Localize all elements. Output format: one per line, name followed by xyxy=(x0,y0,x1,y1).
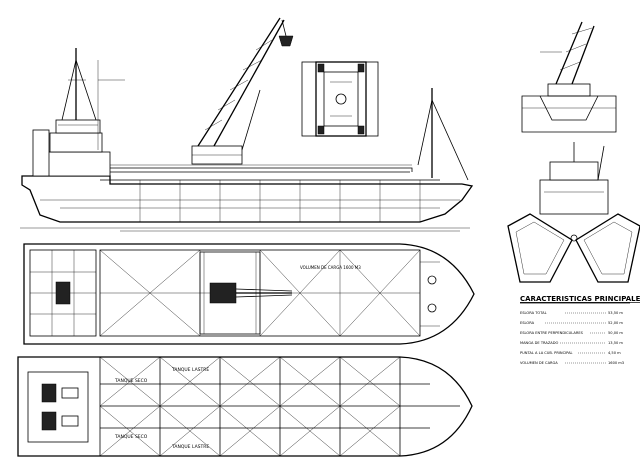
spec-row-1-label: ESLORA TOTAL xyxy=(520,311,547,315)
spec-row-2-label: ESLORA xyxy=(520,321,535,325)
spec-row-6-value: 1600 m3 xyxy=(608,361,624,365)
crane-boom xyxy=(197,17,281,147)
split-hull-port xyxy=(507,213,573,283)
tank-plan-view: TANQUE SECO TANQUE LASTRE TANQUE SECO TA… xyxy=(17,356,473,457)
specs-title: CARACTERISTICAS PRINCIPALES xyxy=(520,295,640,303)
profile-hull xyxy=(21,175,474,223)
section-deckhouse xyxy=(539,179,609,215)
tank-label-seco-bottom: TANQUE SECO xyxy=(114,434,148,440)
hatch-section-detail xyxy=(301,61,379,137)
spec-row-2-value: 52,00 m xyxy=(608,321,623,325)
spec-row-4-label: MANGA DE TRAZADO xyxy=(520,341,559,345)
tank-label-lastre-top: TANQUE LASTRE xyxy=(171,367,209,373)
profile-frames xyxy=(139,180,421,222)
split-hull-starboard xyxy=(575,213,640,283)
deckhouse-upper xyxy=(49,132,103,153)
crane-boom-section xyxy=(555,21,583,85)
tank-diagonals xyxy=(99,356,401,457)
spec-row-5-value: 4,50 m xyxy=(608,351,621,355)
spec-row-3-value: 50,00 m xyxy=(608,331,623,335)
crane-section-view xyxy=(521,21,617,133)
main-engine xyxy=(41,383,57,403)
engine-room-plan xyxy=(27,371,89,443)
profile-view xyxy=(20,17,474,232)
grab-bucket xyxy=(278,35,294,47)
deckhouse-lower xyxy=(39,151,111,177)
deck-plan-outline xyxy=(23,243,475,345)
crane-house-plan xyxy=(209,282,237,304)
deck-crane-profile xyxy=(191,17,294,165)
principal-characteristics-table: CARACTERISTICAS PRINCIPALES ESLORA TOTAL… xyxy=(520,295,640,365)
spec-row-5-label: PUNTAL A LA CUB. PRINCIPAL xyxy=(520,351,573,355)
spec-row-3-label: ESLORA ENTRE PERPENDICULARES xyxy=(520,331,584,335)
transverse-section-view xyxy=(507,142,640,283)
spec-row-1-value: 53,50 m xyxy=(608,311,623,315)
hold-volume-label: VOLUMEN DE CARGA 1600 M3 xyxy=(300,265,361,270)
tank-bulkheads xyxy=(159,357,401,456)
spec-row-6-label: VOLUMEN DE CARGA xyxy=(520,361,558,365)
tank-label-seco-top: TANQUE SECO xyxy=(114,378,148,384)
spec-row-4-value: 13,50 m xyxy=(608,341,623,345)
tank-plan-outline xyxy=(17,356,473,457)
funnel xyxy=(32,129,50,177)
tank-label-lastre-bottom: TANQUE LASTRE xyxy=(171,444,209,450)
hatch-frame-detail xyxy=(315,61,367,137)
deck-plan-view: VOLUMEN DE CARGA 1600 M3 xyxy=(23,243,475,345)
wheelhouse xyxy=(55,119,101,134)
